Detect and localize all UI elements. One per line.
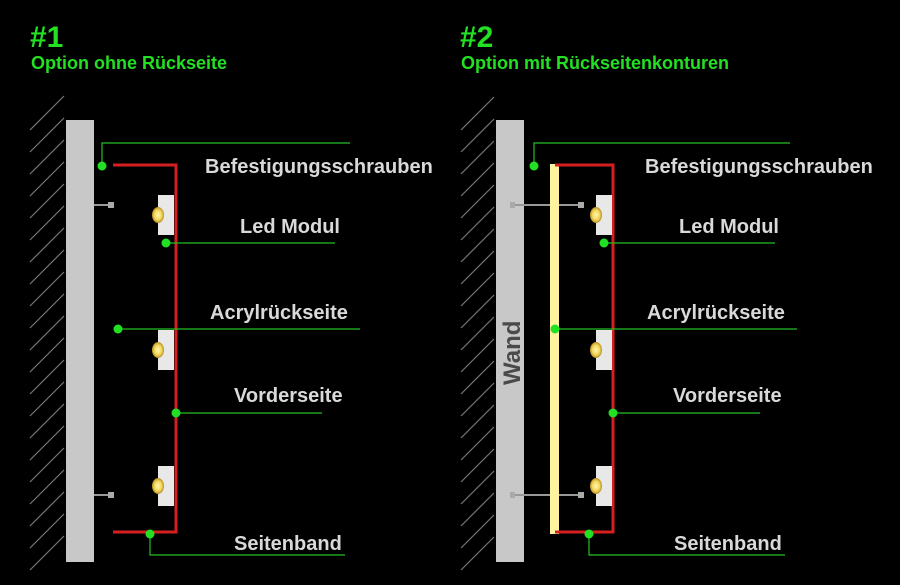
panel2-diagram: Wand: [460, 96, 873, 571]
panel1-number: #1: [30, 21, 63, 54]
panel2-wall: [496, 120, 524, 562]
panel2-dot-acrylic: [550, 324, 560, 334]
panel2-leader-screws: [533, 142, 790, 166]
panel1-label-sideband: Seitenband: [234, 533, 342, 555]
panel1-dot-sideband: [145, 529, 155, 539]
panel2-screw-bottom: [510, 492, 584, 498]
panel1-led-module-1: [152, 195, 174, 235]
panel2-front-frame: [555, 163, 615, 534]
panel1-subtitle: Option ohne Rückseite: [31, 53, 227, 73]
panel1-screw-top: [94, 202, 114, 208]
panel2-label-front: Vorderseite: [673, 385, 782, 407]
panel2-label-acrylic: Acrylrückseite: [647, 302, 785, 324]
panel2-label-screws: Befestigungsschrauben: [645, 156, 873, 178]
panel2-acrylic-back: [550, 164, 559, 534]
panel2-subtitle: Option mit Rückseitenkonturen: [461, 53, 729, 73]
panel2-wall-hatching: [460, 96, 495, 571]
panel1-led-module-3: [152, 466, 174, 506]
panel1-diagram: Befestigungsschrauben Led Modul Acrylrüc…: [29, 95, 433, 571]
panel2-screw-top: [510, 202, 584, 208]
panel2-led-module-2: [590, 330, 612, 370]
panel1-leader-sideband: [149, 534, 345, 556]
panel2-led-module-3: [590, 466, 612, 506]
panel1-label-led: Led Modul: [240, 216, 340, 238]
panel2-dot-sideband: [584, 529, 594, 539]
panel1-leader-screws: [101, 142, 350, 166]
panel1-screw-bottom: [94, 492, 114, 498]
panel1-label-front: Vorderseite: [234, 385, 343, 407]
panel1-dot-led: [161, 238, 171, 248]
panel2-number: #2: [460, 21, 493, 54]
panel1-wall-hatching: [29, 95, 65, 571]
panel2-led-module-1: [590, 195, 612, 235]
panel1-front-frame: [113, 163, 178, 534]
panel1-dot-front: [171, 408, 181, 418]
panel1-led-module-2: [152, 330, 174, 370]
panel2-label-sideband: Seitenband: [674, 533, 782, 555]
panel1-dot-screws: [97, 161, 107, 171]
panel2-wall-label: Wand: [499, 321, 526, 385]
panel2-label-led: Led Modul: [679, 216, 779, 238]
panel1-wall: [66, 120, 94, 562]
panel2-dot-led: [599, 238, 609, 248]
panel2-dot-screws: [529, 161, 539, 171]
panel1-dot-acrylic: [113, 324, 123, 334]
panel1-label-acrylic: Acrylrückseite: [210, 302, 348, 324]
panel2-leader-sideband: [588, 534, 785, 556]
panel2-dot-front: [608, 408, 618, 418]
panel1-label-screws: Befestigungsschrauben: [205, 156, 433, 178]
